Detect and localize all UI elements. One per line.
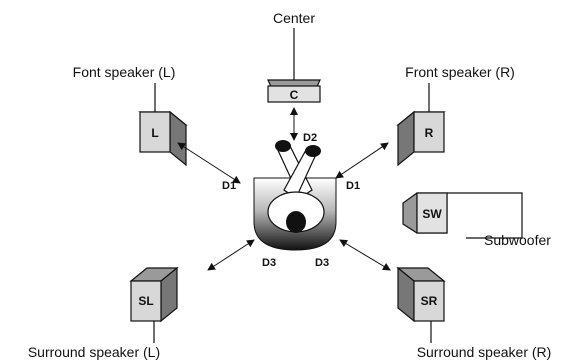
d3-right-label: D3	[315, 257, 329, 269]
front-right-code: R	[425, 126, 434, 140]
surround-right-label: Surround speaker (R)	[417, 344, 552, 360]
front-left-code: L	[151, 126, 158, 140]
subwoofer-speaker: SW	[402, 192, 523, 239]
d1-left-arrow	[177, 142, 241, 184]
subwoofer-label: Subwoofer	[484, 232, 551, 248]
surround-left-code: SL	[138, 294, 153, 308]
d2-label: D2	[303, 132, 317, 144]
center-code: C	[290, 88, 299, 102]
surround-right-speaker: SR	[396, 266, 446, 343]
d3-left-arrow	[207, 239, 255, 271]
d1-right-arrow	[335, 142, 389, 179]
d3-left-label: D3	[262, 257, 276, 269]
subwoofer-code: SW	[422, 207, 442, 221]
d1-right-label: D1	[346, 180, 360, 192]
center-label: Center	[273, 10, 315, 26]
front-right-speaker: R	[396, 83, 446, 167]
surround-left-speaker: SL	[129, 266, 179, 343]
d3-right-arrow	[339, 239, 391, 271]
surround-right-code: SR	[421, 294, 438, 308]
listener-figure	[253, 140, 337, 251]
front-left-label: Font speaker (L)	[73, 64, 176, 80]
front-right-label: Front speaker (R)	[405, 64, 515, 80]
center-speaker: C	[267, 28, 321, 103]
surround-left-label: Surround speaker (L)	[28, 344, 160, 360]
d1-left-label: D1	[222, 180, 236, 192]
front-left-speaker: L	[138, 83, 188, 167]
